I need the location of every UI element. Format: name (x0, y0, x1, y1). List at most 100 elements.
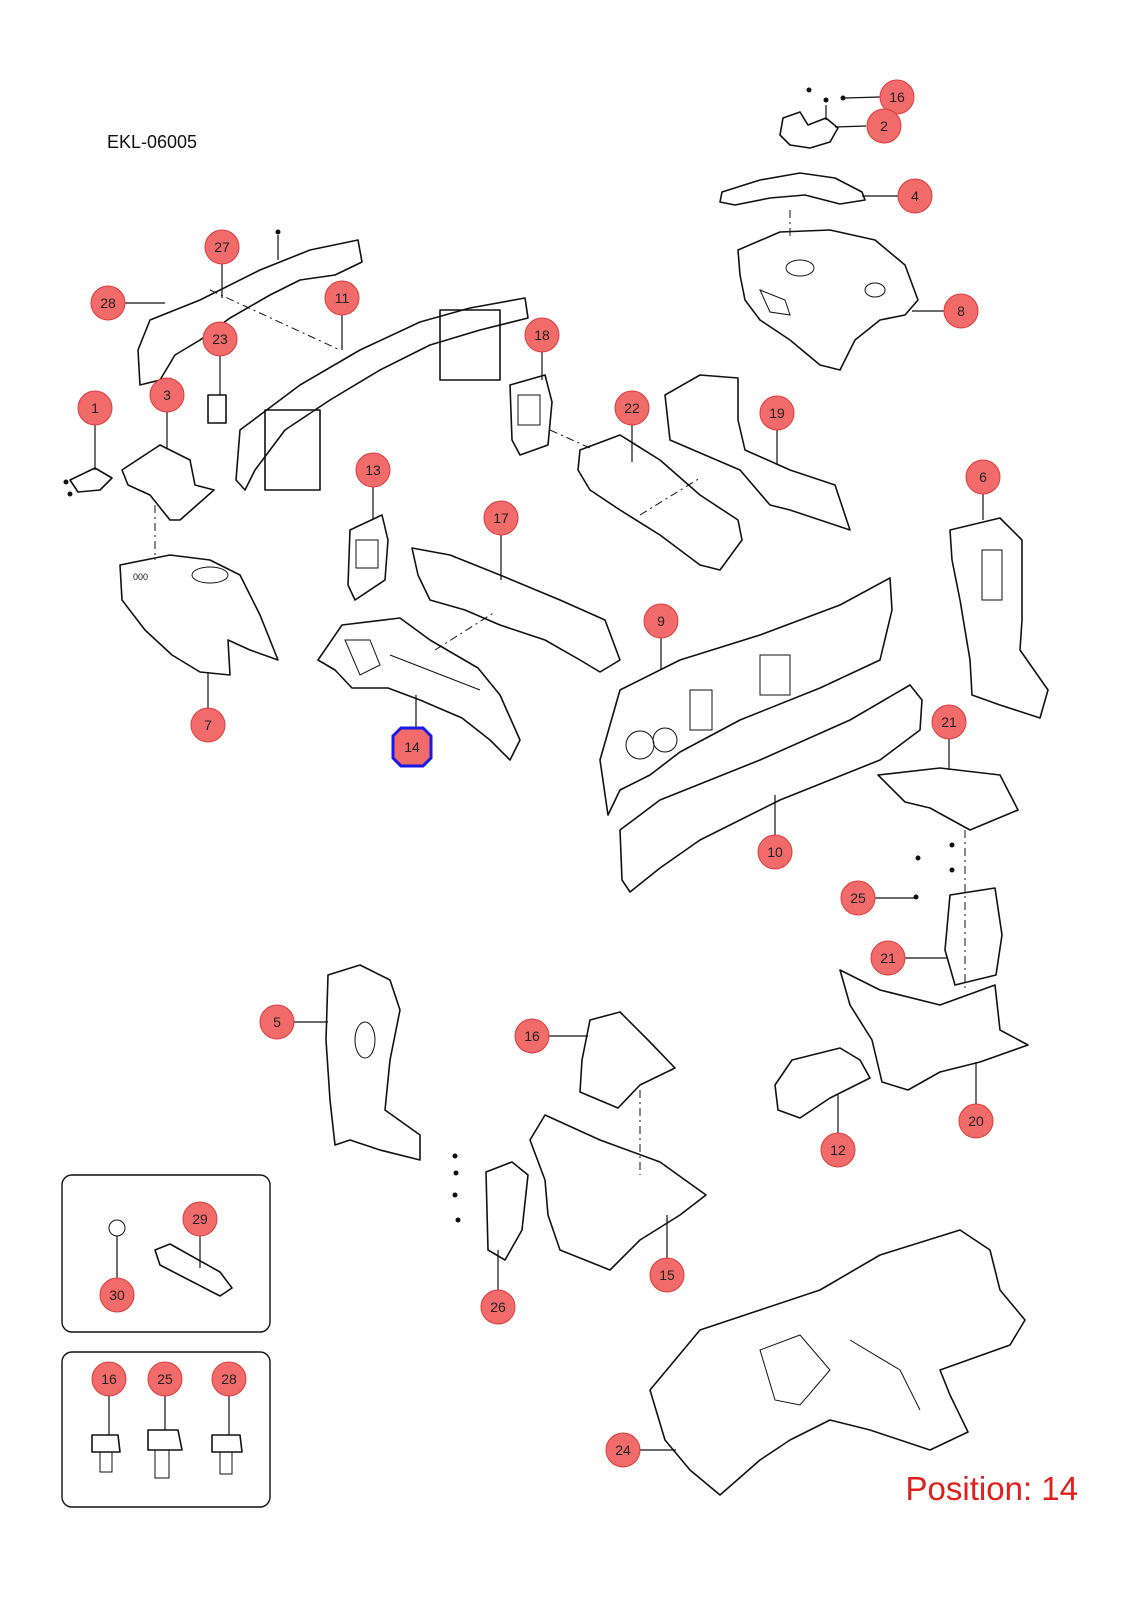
callout-bubble[interactable] (259, 1004, 295, 1040)
callout-label: 13 (365, 462, 381, 478)
callout-bubble[interactable] (943, 293, 979, 329)
callout-bubble[interactable] (355, 452, 391, 488)
callout-bubble[interactable] (149, 377, 185, 413)
callout-30[interactable]: 30 (99, 1277, 135, 1313)
callout-bubble[interactable] (91, 1361, 127, 1397)
callout-28[interactable]: 28 (211, 1361, 247, 1397)
callout-bubble[interactable] (965, 459, 1001, 495)
callout-bubble[interactable] (757, 834, 793, 870)
callout-bubble[interactable] (324, 280, 360, 316)
callout-bubble[interactable] (182, 1201, 218, 1237)
callout-label: 28 (100, 295, 116, 311)
position-indicator: Position: 14 (905, 1470, 1078, 1507)
callout-bubble[interactable] (931, 704, 967, 740)
callout-bubble[interactable] (840, 880, 876, 916)
callout-6[interactable]: 6 (965, 459, 1001, 495)
callout-bubble[interactable] (820, 1132, 856, 1168)
callout-16[interactable]: 16 (514, 1018, 550, 1054)
callout-bubble[interactable] (99, 1277, 135, 1313)
part-5 (325, 964, 421, 1161)
callout-23[interactable]: 23 (202, 321, 238, 357)
callout-bubble[interactable] (211, 1361, 247, 1397)
callout-label: 5 (273, 1014, 281, 1030)
part-9 (599, 577, 893, 816)
part-11 (209, 289, 529, 491)
part-12 (774, 1047, 871, 1119)
callout-bubble[interactable] (514, 1018, 550, 1054)
callout-bubble[interactable] (870, 940, 906, 976)
callout-label: 24 (615, 1442, 631, 1458)
part-10 (619, 684, 923, 893)
callout-8[interactable]: 8 (943, 293, 979, 329)
part-7: 000 (119, 554, 279, 676)
callout-5[interactable]: 5 (259, 1004, 295, 1040)
callout-label: 26 (490, 1299, 506, 1315)
callout-bubble[interactable] (90, 285, 126, 321)
callout-1[interactable]: 1 (77, 390, 113, 426)
callout-11[interactable]: 11 (324, 280, 360, 316)
part-26 (452, 1153, 529, 1261)
callout-10[interactable]: 10 (757, 834, 793, 870)
callout-bubble[interactable] (77, 390, 113, 426)
callout-bubble[interactable] (190, 707, 226, 743)
callout-4[interactable]: 4 (897, 178, 933, 214)
callout-3[interactable]: 3 (149, 377, 185, 413)
callout-20[interactable]: 20 (958, 1103, 994, 1139)
callout-bubble[interactable] (614, 390, 650, 426)
svg-text:000: 000 (133, 572, 148, 582)
callout-bubble[interactable] (202, 321, 238, 357)
callout-25[interactable]: 25 (147, 1361, 183, 1397)
callout-26[interactable]: 26 (480, 1289, 516, 1325)
callout-bubble[interactable] (605, 1432, 641, 1468)
part-24 (649, 1229, 1026, 1496)
callout-21[interactable]: 21 (931, 704, 967, 740)
part-bracket-2 (779, 87, 846, 149)
callout-label: 10 (767, 844, 783, 860)
callout-label: 11 (335, 290, 350, 306)
callout-19[interactable]: 19 (759, 395, 795, 431)
callout-16[interactable]: 16 (91, 1361, 127, 1397)
callout-27[interactable]: 27 (204, 229, 240, 265)
callout-17[interactable]: 17 (483, 500, 519, 536)
part-16-bracket (579, 1011, 676, 1175)
callout-bubble[interactable] (759, 395, 795, 431)
part-20 (839, 969, 1029, 1091)
callout-label: 25 (850, 890, 866, 906)
callout-bubble[interactable] (879, 79, 915, 115)
callout-15[interactable]: 15 (649, 1257, 685, 1293)
callout-14[interactable]: 14 (391, 726, 433, 768)
callout-label: 3 (163, 387, 171, 403)
callout-29[interactable]: 29 (182, 1201, 218, 1237)
callout-bubble[interactable] (483, 500, 519, 536)
callout-7[interactable]: 7 (190, 707, 226, 743)
callout-12[interactable]: 12 (820, 1132, 856, 1168)
callout-bubble[interactable] (480, 1289, 516, 1325)
callout-label: 1 (91, 400, 99, 416)
callout-label: 19 (769, 405, 785, 421)
callout-bubble[interactable] (643, 603, 679, 639)
part-21a (877, 767, 1019, 990)
callout-28[interactable]: 28 (90, 285, 126, 321)
callout-bubble[interactable] (391, 726, 433, 768)
callout-25[interactable]: 25 (840, 880, 876, 916)
part-19-22 (577, 374, 851, 571)
callout-2[interactable]: 2 (866, 108, 902, 144)
callout-bubble[interactable] (866, 108, 902, 144)
callout-bubble[interactable] (649, 1257, 685, 1293)
callout-22[interactable]: 22 (614, 390, 650, 426)
callout-18[interactable]: 18 (524, 317, 560, 353)
callout-label: 16 (889, 89, 905, 105)
callout-9[interactable]: 9 (643, 603, 679, 639)
callout-bubble[interactable] (958, 1103, 994, 1139)
callout-21[interactable]: 21 (870, 940, 906, 976)
part-23 (207, 394, 227, 424)
callout-16[interactable]: 16 (879, 79, 915, 115)
callout-24[interactable]: 24 (605, 1432, 641, 1468)
callout-bubble[interactable] (524, 317, 560, 353)
callout-bubble[interactable] (147, 1361, 183, 1397)
callout-13[interactable]: 13 (355, 452, 391, 488)
callout-bubble[interactable] (204, 229, 240, 265)
callout-label: 12 (830, 1142, 846, 1158)
callout-bubble[interactable] (897, 178, 933, 214)
